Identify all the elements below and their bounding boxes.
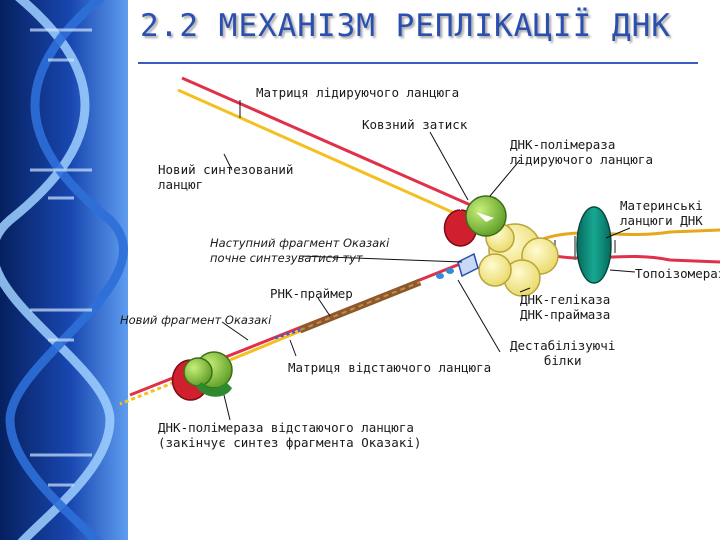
label-rna-primer: РНК-праймер xyxy=(270,286,353,301)
label-sliding-clamp: Ковзний затиск xyxy=(362,117,468,132)
label-leading-polymerase: ДНК-полімераза лідируючого ланцюга xyxy=(510,137,653,167)
label-helicase-primase: ДНК-геліказа ДНК-праймаза xyxy=(520,292,611,322)
label-new-okazaki: Новий фрагмент Оказакі xyxy=(120,313,272,327)
primase xyxy=(457,252,479,278)
parental-dna xyxy=(539,228,720,264)
label-topoisomerase: Топоізомераза xyxy=(635,266,720,281)
label-lagging-template: Матриця відстаючого ланцюга xyxy=(288,360,492,375)
leading-polymerase xyxy=(443,195,507,247)
label-new-strand: Новий синтезований ланцюг xyxy=(158,162,294,192)
label-lagging-polymerase: ДНК-полімераза відстаючого ланцюга (закі… xyxy=(158,420,422,450)
label-parental-strands: Материнські ланцюги ДНК xyxy=(620,198,703,228)
rna-primer xyxy=(274,328,301,340)
ssb-proteins xyxy=(436,268,454,279)
leading-new-strand xyxy=(177,88,471,222)
label-next-okazaki: Наступний фрагмент Оказакі почне синтезу… xyxy=(210,236,390,265)
label-destabilizing-proteins: Дестабілізуючі білки xyxy=(510,338,616,368)
label-leading-template: Матриця лідируючого ланцюга xyxy=(256,85,460,100)
leader-lines xyxy=(221,100,636,421)
sidebar-dna-helix xyxy=(0,0,128,540)
lagging-polymerase xyxy=(171,351,233,401)
okazaki-fragment xyxy=(298,278,422,334)
page-title: 2.2 МЕХАНІЗМ РЕПЛІКАЦІЇ ДНК xyxy=(140,8,671,44)
title-divider xyxy=(138,62,698,64)
topoisomerase xyxy=(576,206,612,284)
leading-template-strand xyxy=(181,76,501,220)
